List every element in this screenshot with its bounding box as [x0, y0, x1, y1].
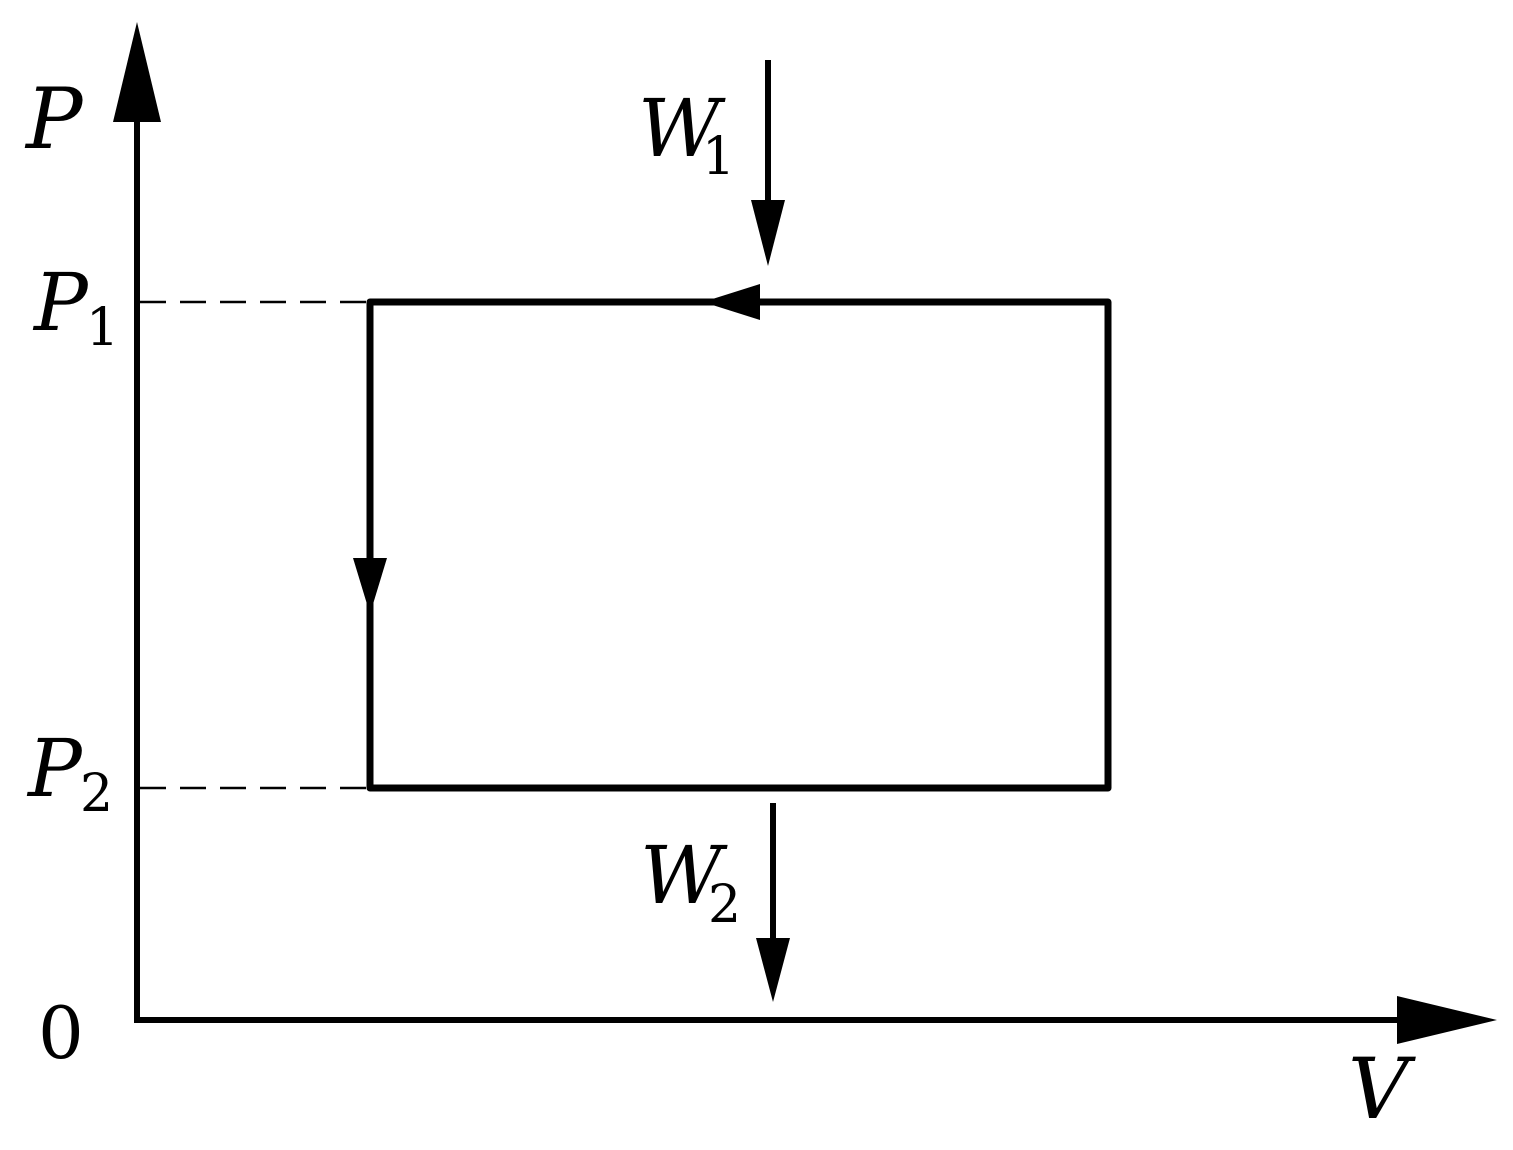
- origin-label: 0: [38, 991, 84, 1075]
- w2-label-main: W: [640, 829, 728, 922]
- left-edge-direction-arrow: [353, 558, 387, 614]
- p-axis-arrowhead: [113, 22, 161, 122]
- w1-arrowhead: [751, 200, 785, 266]
- w1-label-main: W: [638, 82, 726, 175]
- p1-label-main: P: [32, 256, 89, 349]
- v-axis-label: V: [1348, 1040, 1416, 1138]
- w2-arrowhead: [756, 938, 790, 1002]
- p2-label: P 2: [26, 722, 113, 824]
- p2-label-main: P: [26, 722, 83, 815]
- p1-label: P 1: [32, 256, 119, 358]
- w1-label-subscript: 1: [702, 127, 735, 187]
- w1-label: W 1: [638, 82, 735, 187]
- top-edge-direction-arrow: [703, 284, 760, 320]
- w2-label: W 2: [640, 829, 741, 935]
- p-axis-label: P: [24, 70, 84, 168]
- cycle-rectangle: [366, 298, 1112, 792]
- p1-label-subscript: 1: [86, 298, 119, 358]
- v-axis-arrowhead: [1397, 996, 1497, 1044]
- p2-label-subscript: 2: [80, 764, 113, 824]
- w2-label-subscript: 2: [708, 875, 741, 935]
